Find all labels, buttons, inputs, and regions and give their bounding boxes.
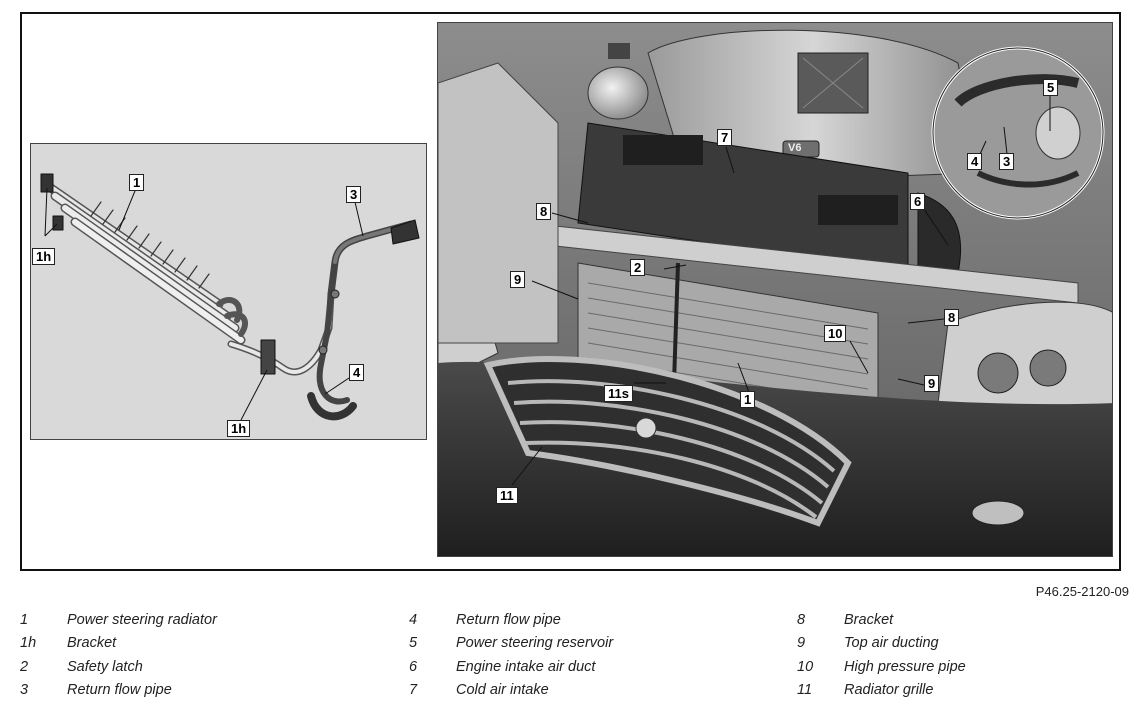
engine-bay-photo: 7 5 4 3 8 6 2 9 8 10 9 11s 1 11 V6 (437, 22, 1113, 557)
callout-10: 10 (824, 325, 847, 342)
callout-3-detail: 3 (999, 153, 1015, 170)
engine-bay-illustration (438, 23, 1112, 556)
callout-1-radiator: 1 (740, 391, 756, 408)
callout-1h-lower: 1h (227, 420, 251, 437)
figure-code: P46.25-2120-09 (1035, 584, 1129, 599)
callout-7: 7 (717, 129, 733, 146)
callout-11s: 11s (604, 385, 633, 402)
callout-1h: 1h (32, 248, 56, 265)
callout-3: 3 (346, 186, 362, 203)
engine-badge: V6 (788, 142, 802, 154)
callout-2: 2 (630, 259, 646, 276)
callout-5: 5 (1043, 79, 1059, 96)
callout-6: 6 (910, 193, 926, 210)
power-steering-radiator-drawing (40, 173, 420, 421)
callout-8-left: 8 (536, 203, 552, 220)
callout-1: 1 (129, 174, 145, 191)
component-inset: 1 1h 3 4 1h (30, 143, 427, 440)
callout-9-right: 9 (924, 375, 940, 392)
callout-4-detail: 4 (967, 153, 983, 170)
callout-4: 4 (349, 364, 365, 381)
callout-9-left: 9 (510, 271, 526, 288)
callout-11: 11 (496, 487, 518, 504)
callout-8-right: 8 (944, 309, 960, 326)
